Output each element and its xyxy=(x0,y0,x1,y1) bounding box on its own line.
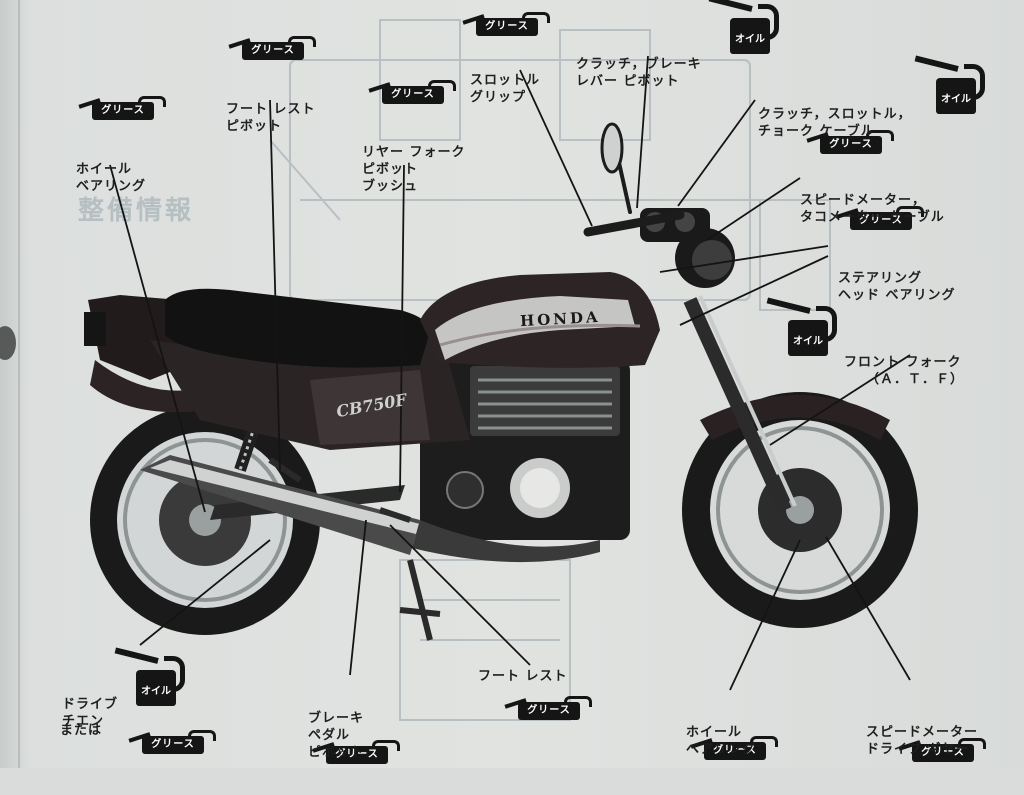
label-front-fork: フロント フォーク（Ａ．Ｔ．Ｆ） xyxy=(844,355,965,387)
grease-badge: グリース xyxy=(806,130,894,156)
background-heading: 整備情報 xyxy=(78,196,195,226)
seat xyxy=(165,288,430,368)
exhaust xyxy=(140,455,600,563)
oil-can-badge: オイル xyxy=(912,55,985,116)
label-clutch-brake-lever-pivot: クラッチ，ブレーキレバー ピボット xyxy=(576,57,702,89)
label-speedometer-drive-gear: スピードメータードライブ ギヤー xyxy=(866,725,979,757)
motorcycle-illustration xyxy=(84,19,918,721)
grease-badge: グリース xyxy=(228,36,316,62)
grease-badge: グリース xyxy=(368,80,456,106)
handlebar xyxy=(583,122,685,237)
label-brake-pedal-pivot: ブレーキペダルピボット xyxy=(308,711,365,760)
label-drive-chain: ドライブチエン xyxy=(62,697,119,729)
label-throttle-grip: スロットルグリップ xyxy=(470,73,541,105)
label-or: または xyxy=(60,723,103,738)
label-front-wheel-bearing: ホイールベアリング xyxy=(686,725,757,757)
label-control-cables: クラッチ，スロットル，チョーク ケーブル xyxy=(758,107,912,139)
grease-badge: グリース xyxy=(78,96,166,122)
front-fork xyxy=(683,295,797,513)
grease-badge: グリース xyxy=(128,730,216,756)
label-meter-cables: スピードメーター，タコメーター ケーブル xyxy=(800,193,945,225)
label-footrest: フート レスト xyxy=(478,669,568,684)
oil-can-badge: オイル xyxy=(112,647,185,708)
oil-can-badge: オイル xyxy=(706,0,779,56)
page-edge xyxy=(18,0,20,768)
label-footrest-pivot: フート レストピボット xyxy=(226,102,316,134)
grease-badge: グリース xyxy=(312,740,400,766)
footpeg-area xyxy=(268,457,441,641)
label-rear-fork-pivot-bushing: リヤー フォークピボットブッシュ xyxy=(362,145,466,194)
grease-badge: グリース xyxy=(462,12,550,38)
label-rear-wheel-bearing: ホイールベアリング xyxy=(76,162,147,194)
grease-badge: グリース xyxy=(836,206,924,232)
grease-badge: グリース xyxy=(898,738,986,764)
grease-badge: グリース xyxy=(690,736,778,762)
front-wheel xyxy=(682,392,918,628)
binder-hole xyxy=(0,326,16,360)
oil-can-badge: オイル xyxy=(764,297,837,358)
label-steering-head-bearing: ステアリングヘッド ベアリング xyxy=(838,271,956,303)
manual-page: 整備情報 xyxy=(0,0,1024,768)
grease-badge: グリース xyxy=(504,696,592,722)
leader-lines xyxy=(109,55,911,691)
engine xyxy=(420,360,630,540)
